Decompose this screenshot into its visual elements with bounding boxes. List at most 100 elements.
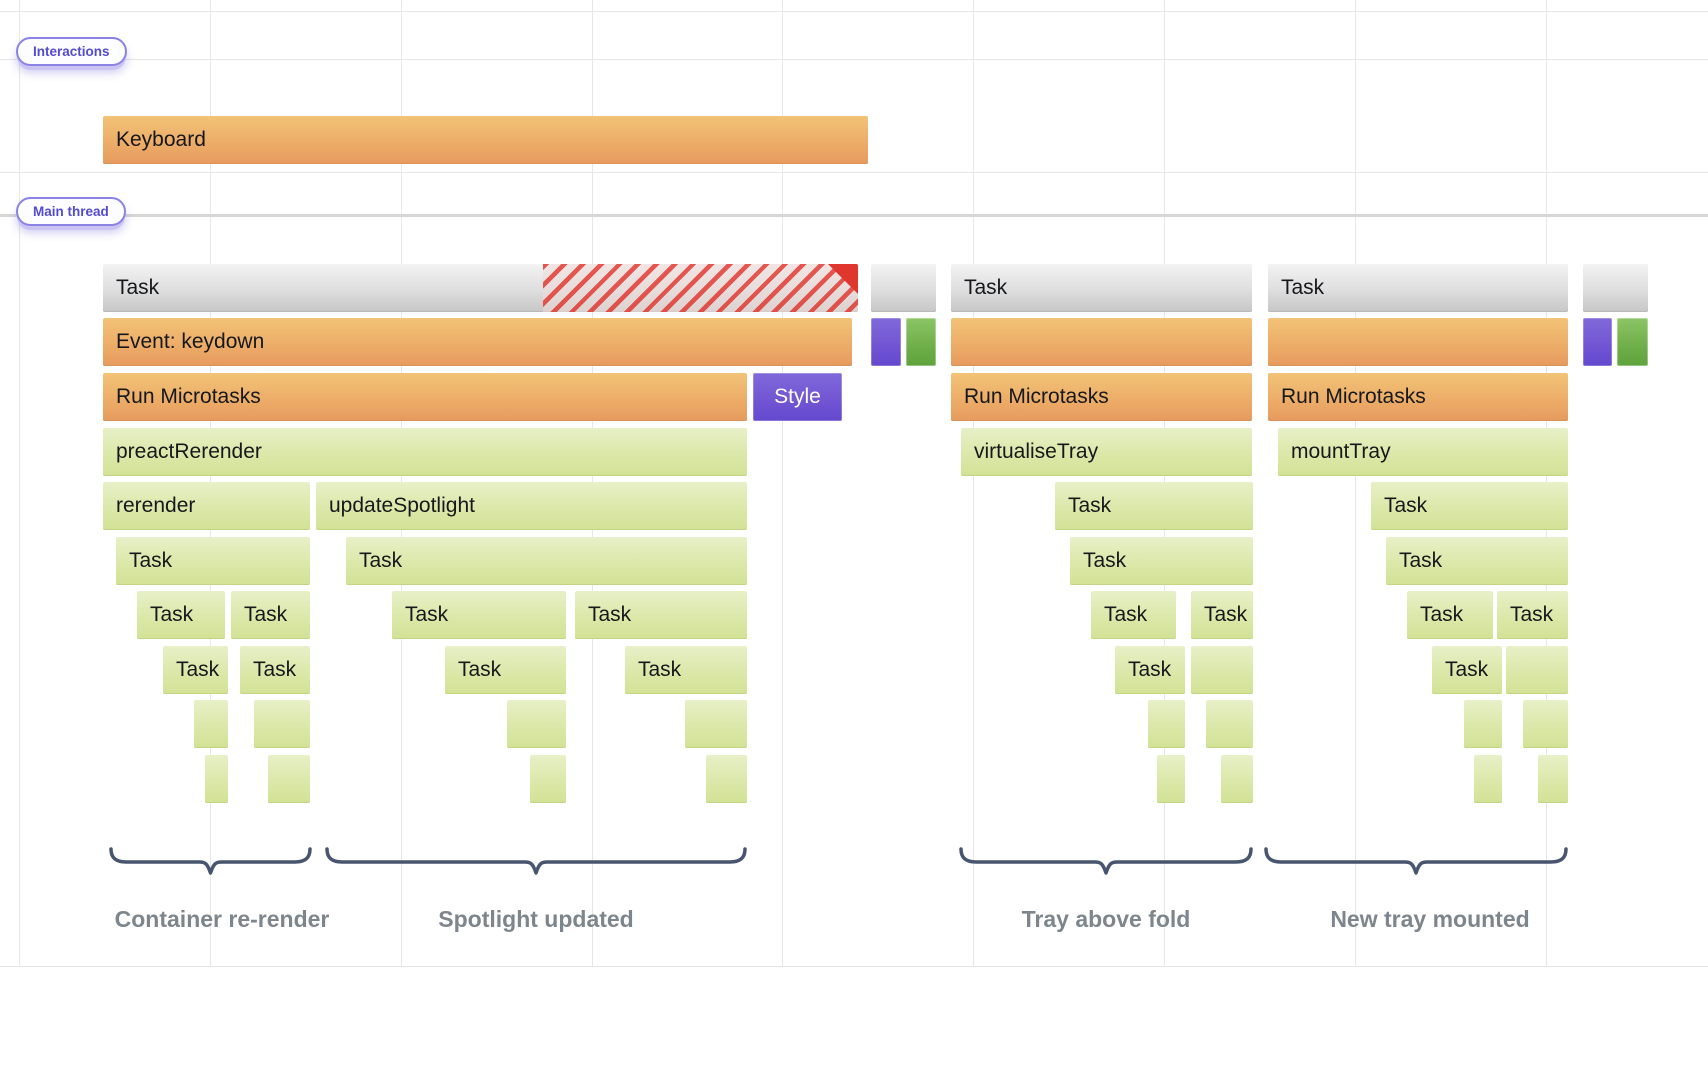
flame-bar[interactable] xyxy=(1583,318,1612,366)
flame-bar[interactable] xyxy=(871,264,936,312)
flame-bar-label: Task xyxy=(1204,603,1248,626)
flame-bar-label: Event: keydown xyxy=(116,330,265,353)
flame-bar-label: Task xyxy=(253,658,297,681)
flame-bar-task[interactable]: Task xyxy=(1386,537,1568,585)
annotation-bracket[interactable] xyxy=(1264,846,1568,882)
flame-bar-task[interactable]: Task xyxy=(951,264,1252,312)
annotation-bracket[interactable] xyxy=(959,846,1253,882)
flame-bar-task[interactable]: Task xyxy=(575,591,747,639)
bracket-curve-icon xyxy=(1264,847,1568,875)
flame-bar[interactable] xyxy=(906,318,936,366)
flame-bar-label: Task xyxy=(1445,658,1489,681)
flame-bar-updatespotlight[interactable]: updateSpotlight xyxy=(316,482,747,530)
flame-bar[interactable] xyxy=(1474,755,1502,803)
flame-bar[interactable] xyxy=(951,318,1252,366)
flame-bar-preactrerender[interactable]: preactRerender xyxy=(103,428,747,476)
flame-bar[interactable] xyxy=(1617,318,1648,366)
flame-bar[interactable] xyxy=(1206,700,1253,748)
track-separator-line xyxy=(0,214,1708,217)
flame-bar-virtualisetray[interactable]: virtualiseTray xyxy=(961,428,1252,476)
flame-bar-label: Style xyxy=(774,385,821,408)
flame-bar-task[interactable]: Task xyxy=(116,537,310,585)
flame-bar[interactable] xyxy=(1523,700,1568,748)
flame-bar-rerender[interactable]: rerender xyxy=(103,482,310,530)
flame-bar-label: rerender xyxy=(116,494,196,517)
flame-bar-label: Task xyxy=(1128,658,1172,681)
flame-bar-label: mountTray xyxy=(1291,440,1391,463)
flame-bar[interactable] xyxy=(268,755,310,803)
flame-bar-task[interactable]: Task xyxy=(1268,264,1568,312)
flame-bar-task[interactable]: Task xyxy=(231,591,310,639)
flame-bar[interactable] xyxy=(706,755,747,803)
flame-bar-task[interactable]: Task xyxy=(1497,591,1568,639)
flame-bar[interactable] xyxy=(194,700,228,748)
annotation-label[interactable]: Tray above fold xyxy=(1021,906,1191,932)
flame-bar-label: virtualiseTray xyxy=(974,440,1099,463)
flame-bar[interactable] xyxy=(871,318,901,366)
flame-bar-task[interactable]: Task xyxy=(1371,482,1568,530)
gridline-horizontal xyxy=(0,11,1708,12)
flame-bar[interactable] xyxy=(1268,318,1568,366)
flame-bar-label: Task xyxy=(1068,494,1112,517)
flame-bar-task[interactable]: Task xyxy=(346,537,747,585)
flame-bar[interactable] xyxy=(205,755,228,803)
flame-bar[interactable] xyxy=(1538,755,1568,803)
flame-bar-style[interactable]: Style xyxy=(753,373,842,421)
flame-bar-task[interactable]: Task xyxy=(1432,646,1502,694)
flame-bar-task[interactable]: Task xyxy=(1191,591,1253,639)
flame-bar-label: Task xyxy=(359,549,403,572)
flame-bar[interactable] xyxy=(530,755,566,803)
flame-bar-task[interactable]: Task xyxy=(240,646,310,694)
gridline-vertical xyxy=(1355,0,1356,966)
flame-bar-task[interactable]: Task xyxy=(1115,646,1185,694)
track-pill-interactions[interactable]: Interactions xyxy=(16,37,127,66)
flame-bar[interactable] xyxy=(1191,646,1253,694)
flame-bar[interactable] xyxy=(507,700,566,748)
flame-bar[interactable] xyxy=(1148,700,1185,748)
flame-bar[interactable] xyxy=(1157,755,1185,803)
flame-bar[interactable] xyxy=(685,700,747,748)
annotation-bracket[interactable] xyxy=(325,846,747,882)
flame-bar-run-microtasks[interactable]: Run Microtasks xyxy=(1268,373,1568,421)
flame-bar-task[interactable]: Task xyxy=(1091,591,1176,639)
flame-bar-task[interactable]: Task xyxy=(163,646,228,694)
flame-bar-task[interactable]: Task xyxy=(1070,537,1253,585)
flame-bar[interactable] xyxy=(1583,264,1648,312)
flame-bar[interactable] xyxy=(1221,755,1253,803)
gridline-horizontal xyxy=(0,172,1708,173)
flame-bar-event-keydown[interactable]: Event: keydown xyxy=(103,318,852,366)
flame-bar-label: Task xyxy=(176,658,220,681)
flame-bar-task[interactable]: Task xyxy=(392,591,566,639)
flame-bar-label: Task xyxy=(244,603,288,626)
long-task-hatch-overlay xyxy=(543,264,858,312)
annotation-label[interactable]: Spotlight updated xyxy=(438,906,634,932)
flame-bar[interactable] xyxy=(1506,646,1568,694)
flame-bar-task[interactable]: Task xyxy=(1055,482,1253,530)
flame-bar-keyboard[interactable]: Keyboard xyxy=(103,116,868,164)
flame-bar-run-microtasks[interactable]: Run Microtasks xyxy=(951,373,1252,421)
flame-bar[interactable] xyxy=(1464,700,1502,748)
bracket-curve-icon xyxy=(325,847,747,875)
flame-bar-task[interactable]: Task xyxy=(625,646,747,694)
flame-bar-task[interactable]: Task xyxy=(137,591,225,639)
flame-bar-label: Task xyxy=(405,603,449,626)
annotation-bracket[interactable] xyxy=(109,846,312,882)
flame-bar-label: Task xyxy=(116,276,160,299)
flame-bar-label: Task xyxy=(150,603,194,626)
flame-bar[interactable] xyxy=(254,700,310,748)
annotation-label[interactable]: New tray mounted xyxy=(1330,906,1530,932)
track-pill-main-thread[interactable]: Main thread xyxy=(16,197,126,226)
flame-bar-mounttray[interactable]: mountTray xyxy=(1278,428,1568,476)
flame-bar-task[interactable]: Task xyxy=(1407,591,1493,639)
gridline-horizontal xyxy=(0,966,1708,967)
flame-bar-task[interactable]: Task xyxy=(445,646,566,694)
flame-bar-label: Task xyxy=(129,549,173,572)
flame-bar-run-microtasks[interactable]: Run Microtasks xyxy=(103,373,747,421)
flame-bar-label: Task xyxy=(638,658,682,681)
flame-bar-label: Keyboard xyxy=(116,128,206,151)
track-pill-interactions-label: Interactions xyxy=(33,44,110,59)
flame-bar-task[interactable]: Task xyxy=(103,264,858,312)
flame-bar-label: Task xyxy=(1083,549,1127,572)
annotation-label[interactable]: Container re-render xyxy=(114,906,330,932)
flame-bar-label: Task xyxy=(964,276,1008,299)
